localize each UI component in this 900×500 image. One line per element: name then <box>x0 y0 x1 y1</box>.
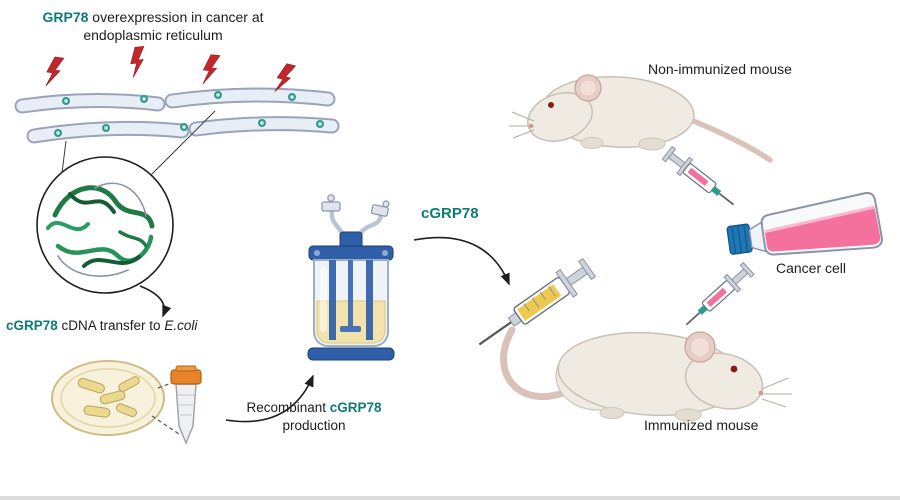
culture-flask <box>726 192 883 256</box>
syringe-to-immunized-mouse <box>685 261 755 326</box>
immunized-mouse-label: Immunized mouse <box>644 417 759 433</box>
er-stress-lightning <box>45 45 297 92</box>
syringe-to-cancer-cell <box>661 145 735 206</box>
mouse-eye <box>730 365 738 373</box>
lightning-icon <box>130 45 145 78</box>
mouse-whiskers <box>509 111 535 139</box>
er-membranes <box>14 87 340 144</box>
bacteria-icon <box>77 376 140 418</box>
lightning-icon <box>274 63 297 92</box>
protein-structure <box>36 156 174 294</box>
er-title: GRP78 overexpression in cancer at endopl… <box>28 8 278 45</box>
recombinant-label: Recombinant cGRP78 production <box>246 400 382 433</box>
cdna-transfer-label: cGRP78 cDNA transfer to E.coli <box>6 318 198 333</box>
mouse-whiskers <box>761 377 792 408</box>
non-immunized-mouse-label: Non-immunized mouse <box>648 61 792 77</box>
er-title-line2: endoplasmic reticulum <box>83 27 223 44</box>
bioreactor <box>307 194 395 361</box>
ribosome-icon <box>54 91 324 137</box>
lightning-icon <box>45 56 65 87</box>
syringe-cgrp78 <box>478 257 597 346</box>
flask-media <box>764 207 881 252</box>
lightning-icon <box>202 54 221 85</box>
er-title-line1: GRP78 overexpression in cancer at <box>42 9 264 25</box>
magnify-lines <box>61 110 216 180</box>
mouse-eye <box>548 102 554 108</box>
arrow-protein-to-cdna <box>139 285 172 318</box>
arrow-to-bioreactor <box>225 374 314 423</box>
micro-tube <box>170 365 202 445</box>
petri-dish <box>51 360 165 436</box>
cancer-cell-label: Cancer cell <box>776 260 847 276</box>
arrow-to-syringe <box>413 236 510 286</box>
mouse-non-immunized <box>509 74 773 163</box>
cgrp78-label: cGRP78 <box>421 205 479 222</box>
mouse-immunized <box>500 326 792 422</box>
